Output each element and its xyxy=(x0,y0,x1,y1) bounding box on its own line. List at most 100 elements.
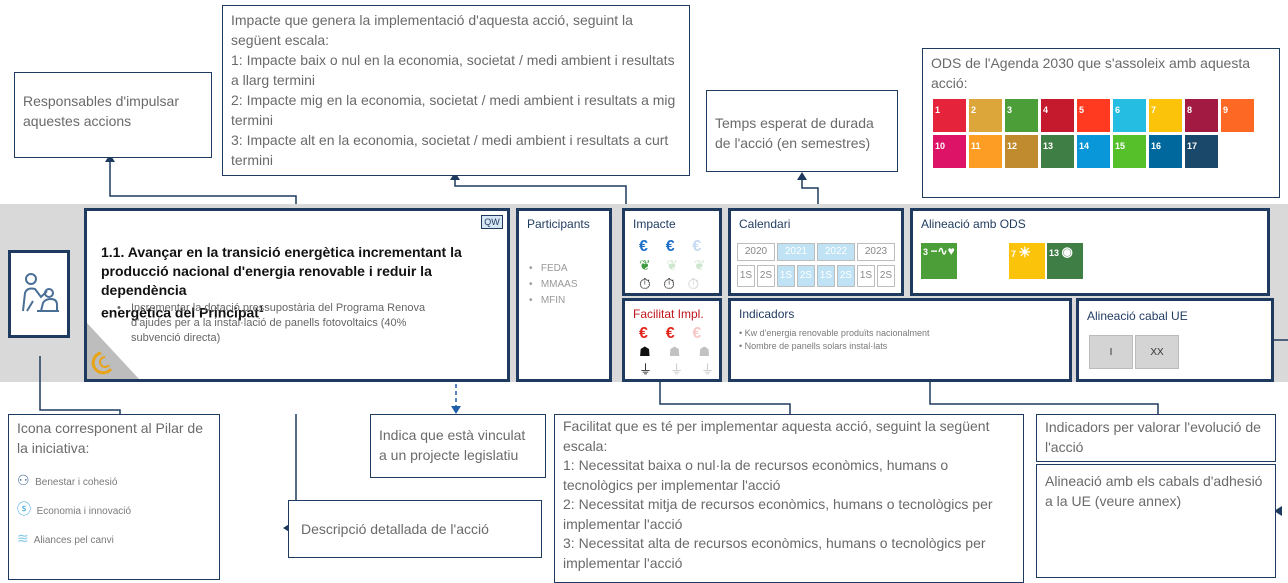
ods-agenda-callout: ODS de l'Agenda 2030 que s'assoleix amb … xyxy=(922,48,1280,198)
indica-line: Indica que està vinculat xyxy=(379,427,526,443)
responsables-callout: Responsables d'impulsar aquestes accions xyxy=(14,72,212,158)
plug-icon: ⏚ xyxy=(701,362,715,377)
ods-panel-title: Alineació amb ODS xyxy=(921,217,1026,231)
sdg-10-icon: 10 xyxy=(933,135,966,168)
action-description: • Incrementar la dotació pressupostària … xyxy=(117,301,461,346)
sdg-7-icon: 7 ☀ xyxy=(1009,243,1045,279)
handshake-icon: ≋ xyxy=(17,530,29,546)
facilitat-callout-line: escala: xyxy=(563,437,608,454)
facilitat-scale-callout: Facilitat que es té per implementar aque… xyxy=(554,414,1024,583)
pillar-legend: ⚇ Benestar i cohesió ⓢ Economia i innova… xyxy=(17,467,131,554)
cabal-value-box: I xyxy=(1089,335,1133,369)
action-bullet-line: Incrementar la dotació pressupostària de… xyxy=(131,302,426,314)
impact-callout-line: 3: Impacte alt en la economia, societat … xyxy=(231,132,669,148)
sdg-12-icon: 12 xyxy=(1005,135,1038,168)
sdg-16-icon: 16 xyxy=(1149,135,1182,168)
alineacio-cabals-line: Alineació amb els cabals d'adhesió xyxy=(1045,473,1263,489)
responsables-line: aquestes accions xyxy=(23,113,132,129)
calendar-semester-cell: 2S xyxy=(877,265,895,287)
calendar-semester-cell: 1S xyxy=(857,265,875,287)
impact-scale-callout: Impacte que genera la implementació d'aq… xyxy=(222,5,690,176)
temps-line: de l'acció (en semestres) xyxy=(715,135,871,151)
pillar-icon-box xyxy=(8,250,70,338)
icona-line: Icona corresponent al Pilar de xyxy=(17,420,203,436)
calendar-semester-cell: 2S xyxy=(797,265,815,287)
temps-callout: Temps esperat de durada de l'acció (en s… xyxy=(706,90,898,172)
descripcio-callout: Descripció detallada de l'acció xyxy=(288,500,542,558)
action-title-line: producció nacional d'energia renovable i… xyxy=(101,263,432,298)
indicadors-valorar-callout: Indicadors per valorar l'evolució de l'a… xyxy=(1036,414,1276,462)
sdg-2-icon: 2 xyxy=(969,99,1002,132)
impact-callout-line: 2: Impacte mig en la economia, societat … xyxy=(231,92,676,108)
euro-icon: € xyxy=(639,238,648,255)
dollar-icon: ⓢ xyxy=(17,501,31,517)
facilitat-callout-line: 3: Necessitat alta de recursos econòmics… xyxy=(563,535,986,551)
stopwatch-icon: ⏱ xyxy=(639,276,651,293)
euro-icon: € xyxy=(665,238,675,255)
cabal-value-box: XX xyxy=(1135,335,1179,369)
impact-callout-line: 1: Impacte baix o nul en la economia, so… xyxy=(231,52,675,68)
indicadors-panel: Indicadors • Kw d'energia renovable prod… xyxy=(728,298,1072,382)
participant-item: • FEDA xyxy=(529,263,568,274)
impacte-panel: Impacte € € € ❦ ❦ ❦ ⏱ ⏱ ⏱ xyxy=(622,208,722,296)
sdg-13-icon: 13 ◉ xyxy=(1047,243,1083,279)
alineacio-cabals-callout: Alineació amb els cabals d'adhesió a la … xyxy=(1036,464,1276,578)
pillar-legend-item: ⓢ Economia i innovació xyxy=(17,501,132,517)
facilitat-callout-line: tecnològics per implementar l'acció xyxy=(563,476,781,493)
indicador-item: • Nombre de panells solars instal·lats xyxy=(739,341,888,351)
participant-item: • MMAAS xyxy=(529,279,578,290)
sdg-3-icon: 3 xyxy=(1005,99,1038,132)
impact-callout-line: termini xyxy=(231,152,274,168)
person-icon: ☗ xyxy=(639,344,651,359)
stopwatch-icon: ⏱ xyxy=(663,276,675,293)
sdg-4-icon: 4 xyxy=(1041,99,1074,132)
sdg-8-icon: 8 xyxy=(1185,99,1218,132)
qw-badge: QW xyxy=(481,215,503,229)
ods-panel: Alineació amb ODS 3 −∿♥ 7 ☀ 13 ◉ xyxy=(910,208,1270,296)
indicadors-title: Indicadors xyxy=(739,307,795,321)
calendar-year-cell: 2022 xyxy=(817,243,855,261)
impact-callout-line: a llarg termini xyxy=(231,72,316,88)
footnote-mark: 1 xyxy=(258,305,264,314)
facilitat-indicators: € € € ☗ ☗ ☗ ⏚ ⏚ ⏚ xyxy=(639,325,719,379)
facilitat-callout-line: Facilitat que es té per implementar aque… xyxy=(563,418,990,434)
ods-agenda-line: acció: xyxy=(931,75,968,91)
sdg-9-icon: 9 xyxy=(1221,99,1254,132)
euro-icon: € xyxy=(692,325,702,342)
calendar-year-cell: 2023 xyxy=(857,243,895,261)
impacte-title: Impacte xyxy=(633,217,676,231)
sdg-1-icon: 1 xyxy=(933,99,966,132)
ods-agenda-line: ODS de l'Agenda 2030 que s'assoleix amb … xyxy=(931,55,1250,71)
participants-title: Participants xyxy=(527,217,590,231)
sdg-3-icon: 3 −∿♥ xyxy=(921,243,957,279)
leaf-icon: ❦ xyxy=(639,257,651,273)
indicador-item: • Kw d'energia renovable produïts nacion… xyxy=(739,328,930,338)
calendar-semester-cell: 1S xyxy=(737,265,755,287)
people-icon: ⚇ xyxy=(17,472,30,488)
sdg-17-icon: 17 xyxy=(1185,135,1218,168)
indicadors-list: • Kw d'energia renovable produïts nacion… xyxy=(739,327,930,353)
calendari-title: Calendari xyxy=(739,217,791,231)
person-icon: ☗ xyxy=(668,344,681,359)
responsables-line: Responsables d'impulsar xyxy=(23,93,179,109)
leaf-icon: ❦ xyxy=(666,257,679,273)
action-title-line: energètica del Principat xyxy=(101,304,259,321)
sdg-7-icon: 7 xyxy=(1149,99,1182,132)
sdg-13-icon: 13 xyxy=(1041,135,1074,168)
euro-icon: € xyxy=(639,325,648,342)
indica-line: a un projecte legislatiu xyxy=(379,447,519,463)
calendar-year-cell: 2021 xyxy=(777,243,815,261)
legislative-link-icon xyxy=(91,351,113,375)
indica-legislatiu-callout: Indica que està vinculat a un projecte l… xyxy=(370,414,546,478)
impact-callout-line: termini xyxy=(231,112,274,128)
calendar-semester-cell: 2S xyxy=(837,265,855,287)
indicadors-valorar-line: Indicadors per valorar l'evolució de xyxy=(1045,419,1261,435)
facilitat-callout-line: 1: Necessitat baixa o nul·la de recursos… xyxy=(563,457,949,473)
participant-item: • MFIN xyxy=(529,295,566,306)
facilitat-callout-line: implementar l'acció xyxy=(563,515,683,532)
facilitat-callout-line: implementar l'acció xyxy=(563,554,683,571)
plug-icon: ⏚ xyxy=(670,362,684,377)
